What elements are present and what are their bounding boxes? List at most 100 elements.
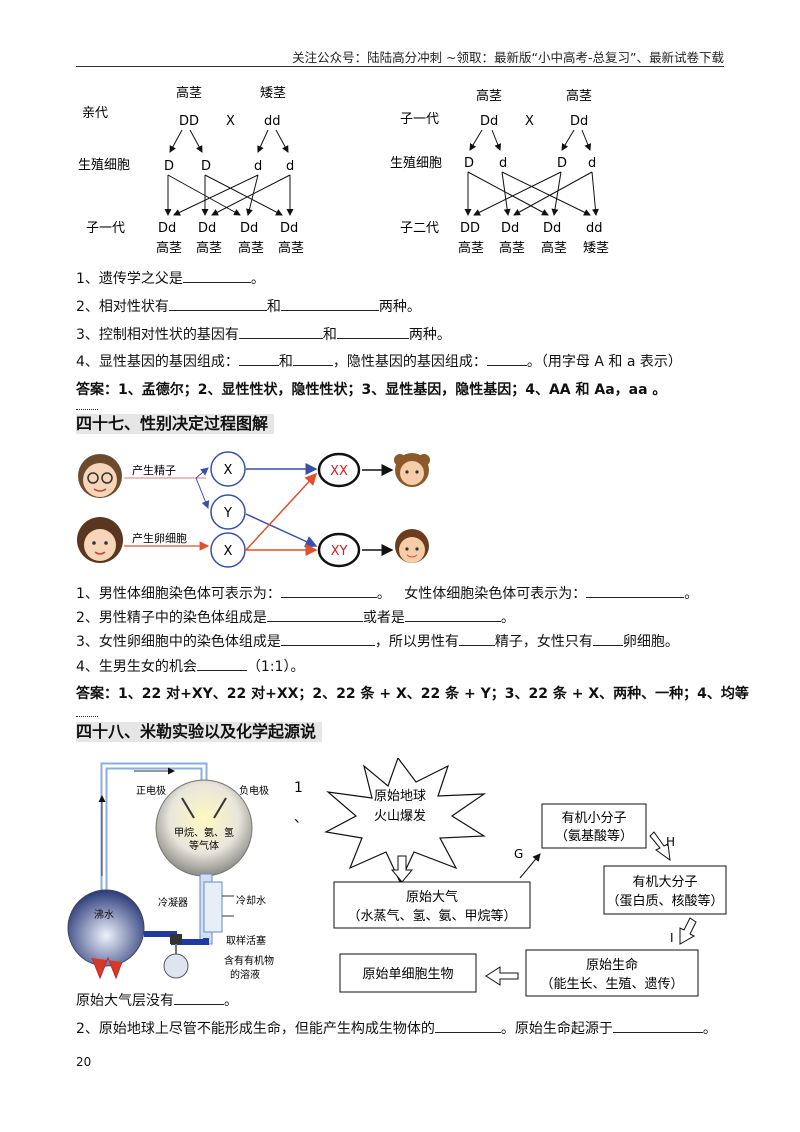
question-4: 4、显性基因的基因组成：和，隐性基因的基因组成：。（用字母 A 和 a 表示） [76, 351, 682, 371]
origin-question-number: 1 [294, 780, 303, 796]
large-molecule-box [603, 865, 727, 915]
answer-blank[interactable] [280, 583, 377, 598]
egg-x: X [224, 544, 233, 559]
positive-electrode-label: 正电极 [136, 784, 166, 797]
explosion-label-2: 火山爆发 [374, 808, 426, 824]
page-header: 关注公众号：陆陆高分冲刺 ~领取：最新版“小中高考-总复习”、最新试卷下载 [292, 50, 724, 65]
cross1-gamete-2: D [201, 159, 211, 174]
sampling-valve-icon [170, 934, 182, 944]
cross2-gamete-label: 生殖细胞 [390, 155, 442, 171]
primitive-life-detail: （能生长、生殖、遗传） [540, 976, 683, 992]
origin-question-dot: 、 [294, 810, 308, 826]
cross2-gamete-2: d [499, 156, 507, 171]
section-48-title: 四十八、米勒实验以及化学起源说 [76, 722, 323, 742]
single-cell-box [339, 953, 477, 993]
solution-label-1: 含有有机物 [224, 954, 274, 967]
answer-blank[interactable] [182, 268, 251, 283]
egg-label: 产生卵细胞 [132, 531, 187, 545]
label-i: I [670, 931, 674, 945]
atmosphere-detail: （水蒸气、氢、氨、甲烷等） [347, 908, 516, 924]
label-h: H [666, 835, 675, 849]
cross1-offspring-3: Dd [240, 221, 258, 236]
atmosphere-box [333, 881, 531, 929]
cross-1: 亲代 生殖细胞 子一代 高茎 矮茎 DD X dd D D d d Dd Dd … [78, 85, 304, 256]
answer-blank[interactable] [280, 296, 379, 311]
cross2-x: X [525, 114, 534, 129]
solution-label-2: 的溶液 [230, 968, 260, 981]
cross1-x: X [226, 114, 235, 129]
cross1-trait-4: 高茎 [278, 240, 304, 256]
cross1-offspring-4: Dd [280, 221, 298, 236]
answer-blank[interactable] [404, 607, 501, 622]
answer-blank[interactable] [458, 631, 495, 646]
down-left-arrow-icon [679, 917, 697, 945]
result-xy-circle [317, 532, 361, 568]
cross2-trait-3: 高茎 [541, 240, 567, 256]
section-dots [76, 409, 98, 410]
answer-blank[interactable] [196, 656, 247, 671]
answer-blank[interactable] [592, 631, 623, 646]
sex-question-1: 1、男性体细胞染色体可表示为：。 女性体细胞染色体可表示为：。 [76, 583, 698, 603]
sex-question-3: 3、女性卵细胞中的染色体组成是，所以男性有精子，女性只有卵细胞。 [76, 631, 679, 651]
explosion-label-1: 原始地球 [374, 789, 426, 804]
small-molecule-detail: （氨基酸等） [555, 828, 633, 844]
result-xx: XX [330, 464, 348, 479]
section-dots [76, 716, 98, 717]
cross1-gamete-3: d [254, 159, 262, 174]
cross1-p2-trait: 矮茎 [260, 86, 286, 101]
sperm-y: Y [223, 506, 232, 521]
small-molecule-label: 有机小分子 [561, 811, 626, 826]
large-molecule-detail: （蛋白质、核酸等） [606, 893, 723, 909]
egg-x-circle [210, 532, 246, 568]
cross2-offspring-label: 子二代 [400, 221, 439, 236]
cross1-p1: DD [179, 114, 199, 129]
origin-question-2: 2、原始地球上尽管不能形成生命，但能产生构成生物体的。原始生命起源于。 [76, 1018, 717, 1038]
origin-of-life-flow: 1 、 原始地球 火山爆发 原始大气 （水蒸气、氢、氨、甲烷等） G 有机小分子… [294, 758, 727, 997]
cross1-gamete-1: D [164, 159, 174, 174]
answer-blank[interactable] [292, 351, 333, 366]
sperm-x: X [224, 463, 233, 478]
answer-blank[interactable] [486, 351, 527, 366]
miller-apparatus: 正电极 负电极 甲烷、氨、氢 等气体 冷凝器 冷却水 沸水 取样活塞 含有有机物… [67, 762, 274, 981]
answer-blank[interactable] [336, 324, 409, 339]
cross2-offspring-4: dd [586, 221, 603, 236]
cross1-gamete-4: d [286, 159, 294, 174]
cross2-trait-4: 矮茎 [583, 241, 609, 256]
answer-blank[interactable] [434, 1018, 501, 1033]
large-molecule-label: 有机大分子 [632, 875, 697, 890]
result-xy: XY [331, 544, 348, 559]
cooling-water-label: 冷却水 [236, 894, 266, 907]
sperm-x-circle [210, 451, 246, 487]
question-1: 1、遗传学之父是。 [76, 268, 265, 288]
cross2-offspring-3: Dd [543, 221, 561, 236]
answer-blank[interactable] [238, 324, 323, 339]
sex-question-2: 2、男性精子中的染色体组成是或者是。 [76, 607, 515, 627]
sex-determination-diagram: 产生精子 产生卵细胞 X Y X XX XY [77, 451, 430, 568]
genetic-cross-diagrams: 亲代 生殖细胞 子一代 高茎 矮茎 DD X dd D D d d Dd Dd … [78, 85, 609, 256]
sperm-y-circle [210, 494, 246, 530]
answer-blank[interactable] [586, 583, 685, 598]
valve-label: 取样活塞 [226, 934, 266, 947]
cross1-parent-label: 亲代 [82, 106, 108, 121]
answer-blank[interactable] [266, 607, 363, 622]
atmosphere-label: 原始大气 [406, 889, 458, 905]
answer-blank[interactable] [168, 296, 267, 311]
answer-blank[interactable] [174, 990, 224, 1005]
cross2-trait-2: 高茎 [499, 240, 525, 256]
answer-key-1: 答案：1、孟德尔；2、显性性状，隐性性状；3、显性基因，隐性基因；4、AA 和 … [76, 382, 667, 398]
header-rule [76, 66, 724, 67]
cross2-gamete-1: D [464, 156, 474, 171]
answer-blank[interactable] [612, 1018, 703, 1033]
answer-key-2: 答案：1、22 对+XY、22 对+XX；2、22 条 + X、22 条 + Y… [76, 686, 749, 702]
girl-icon [394, 453, 430, 487]
answer-blank[interactable] [238, 351, 279, 366]
answer-blank[interactable] [280, 631, 375, 646]
cross2-gamete-4: d [588, 156, 596, 171]
cross1-trait-3: 高茎 [238, 240, 264, 256]
primitive-life-label: 原始生命 [586, 957, 638, 973]
cross2-parent-label: 子一代 [400, 112, 439, 127]
cross2-trait-1: 高茎 [458, 240, 484, 256]
negative-electrode-label: 负电极 [239, 784, 269, 797]
sex-question-4: 4、生男生女的机会（1:1）。 [76, 656, 304, 676]
cross1-gamete-label: 生殖细胞 [78, 157, 130, 173]
